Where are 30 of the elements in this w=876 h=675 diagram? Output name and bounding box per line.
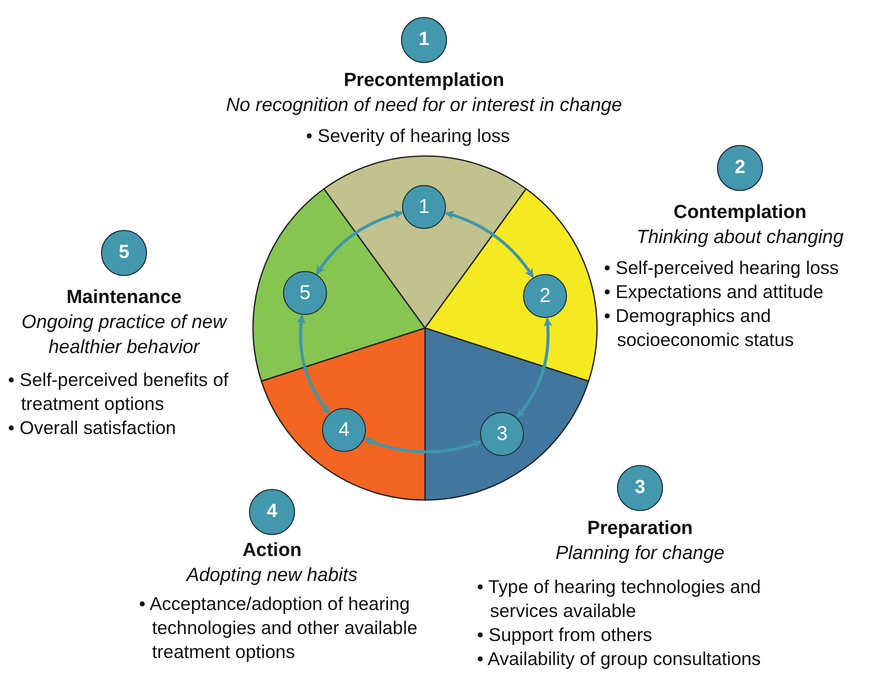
stage-number-circle: 5 [101, 230, 147, 276]
stage-title: Precontemplation [342, 69, 506, 93]
double-arrow [316, 210, 404, 275]
bullet-item: • Type of hearing technologies and services available [477, 575, 762, 623]
stage-title: Action [241, 539, 303, 563]
stage-description: Ongoing practice of new healthier behavior [20, 311, 228, 360]
stage-description: Thinking about changing [635, 226, 845, 250]
stage-number-circle: 3 [617, 465, 663, 511]
stage-number-circle: 4 [249, 489, 295, 535]
double-arrow [516, 317, 552, 418]
bullet-item: • Support from others [477, 623, 654, 647]
stage-description: Planning for change [554, 542, 726, 566]
bullet-item: • Self-perceived hearing loss [604, 256, 840, 280]
stage-number-circle: 1 [401, 17, 447, 63]
stage-title: Preparation [586, 517, 694, 541]
stage-title: Contemplation [672, 201, 808, 225]
bullet-item: • Expectations and attitude [604, 280, 824, 304]
stage-description: Adopting new habits [184, 564, 359, 588]
double-arrow [364, 438, 482, 454]
stage-description: No recognition of need for or interest in change [224, 94, 624, 118]
double-arrow [296, 314, 330, 414]
double-arrow [444, 210, 534, 278]
bullet-item: • Acceptance/adoption of hearing technologies and other available treatment options [139, 592, 418, 664]
bullet-item: • Overall satisfaction [8, 416, 177, 440]
stage-title: Maintenance [65, 286, 183, 310]
bullet-item: • Self-perceived benefits of treatment options [8, 368, 230, 416]
bullet-item: • Demographics and socioeconomic status [604, 304, 795, 352]
stage-number-circle: 2 [717, 145, 763, 191]
bullet-item: • Severity of hearing loss [306, 124, 511, 148]
bullet-item: • Availability of group consultations [477, 647, 762, 671]
